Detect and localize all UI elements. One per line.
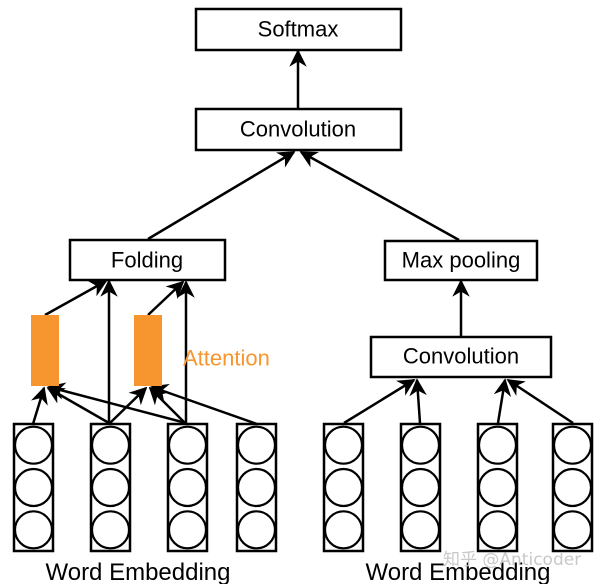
convolution-top-node: Convolution [194,107,403,152]
left-embedding-column-3 [166,422,209,553]
edge-embedding4-to-attention2 [150,383,258,426]
edge-attention2-to-folding [147,280,185,316]
edge-right-embedding4-to-convolution [506,378,574,425]
embedding-neuron [13,425,54,465]
embedding-neuron [13,467,54,508]
embedding-neuron [552,467,593,508]
right-embedding-column-2 [399,422,442,553]
embedding-neuron [323,425,364,465]
embedding-neuron [90,510,131,550]
embedding-neuron [477,425,518,465]
embedding-neuron [400,425,441,465]
edge-embedding2-to-attention1 [46,386,110,425]
watermark: 知乎 @Anticoder [443,550,581,570]
right-embedding-column-3 [476,422,519,553]
edges [31,49,574,426]
edge-embedding2-to-attention2 [109,386,148,424]
left-embedding-column-4 [235,422,278,553]
right-embedding-column-1 [322,422,365,553]
right-word-embedding-group [322,422,594,553]
embedding-neuron [552,510,593,550]
edge-maxpooling-to-convolution [299,150,460,242]
embedding-neuron [323,510,364,550]
embedding-neuron [90,467,131,508]
softmax-label: Softmax [258,17,339,42]
right-word-embedding-caption: Word Embedding [366,559,551,584]
embedding-neuron [167,467,208,508]
embedding-neuron [477,510,518,550]
embedding-neuron [90,425,131,465]
right-embedding-column-4 [551,422,594,553]
convolution-right-node: Convolution [369,335,553,379]
embedding-neuron [167,510,208,550]
edge-embedding3-to-attention1 [47,382,187,425]
embedding-neuron [477,467,518,508]
edge-right-embedding3-to-convolution [493,378,512,424]
convolution-top-label: Convolution [240,117,356,142]
embedding-neuron [323,467,364,508]
edge-embedding1-to-attention1 [31,386,48,425]
convolution-right-label: Convolution [403,344,519,369]
left-word-embedding-group [12,422,278,553]
embedding-neuron [167,425,208,465]
left-embedding-column-1 [12,422,55,553]
edge-attention1-to-folding [44,279,108,317]
embedding-neuron [400,510,441,550]
folding-label: Folding [111,248,183,273]
embedding-neuron [236,425,277,465]
max-pooling-label: Max pooling [402,248,521,273]
max-pooling-node: Max pooling [383,239,539,282]
attention-bar-1 [31,315,59,386]
embedding-neuron [13,510,54,550]
embedding-neuron [552,425,593,465]
left-embedding-column-2 [89,422,132,553]
embedding-neuron [236,467,277,508]
attention-bar-2 [134,315,162,386]
edge-folding-to-convolution [147,150,296,241]
attention-label: Attention [183,346,270,371]
softmax-node: Softmax [194,7,403,52]
folding-node: Folding [68,238,227,282]
embedding-neuron [236,510,277,550]
embedding-neuron [400,467,441,508]
edge-right-embedding2-to-convolution [409,378,427,424]
edge-right-embedding1-to-convolution [343,378,416,425]
left-word-embedding-caption: Word Embedding [46,559,231,584]
